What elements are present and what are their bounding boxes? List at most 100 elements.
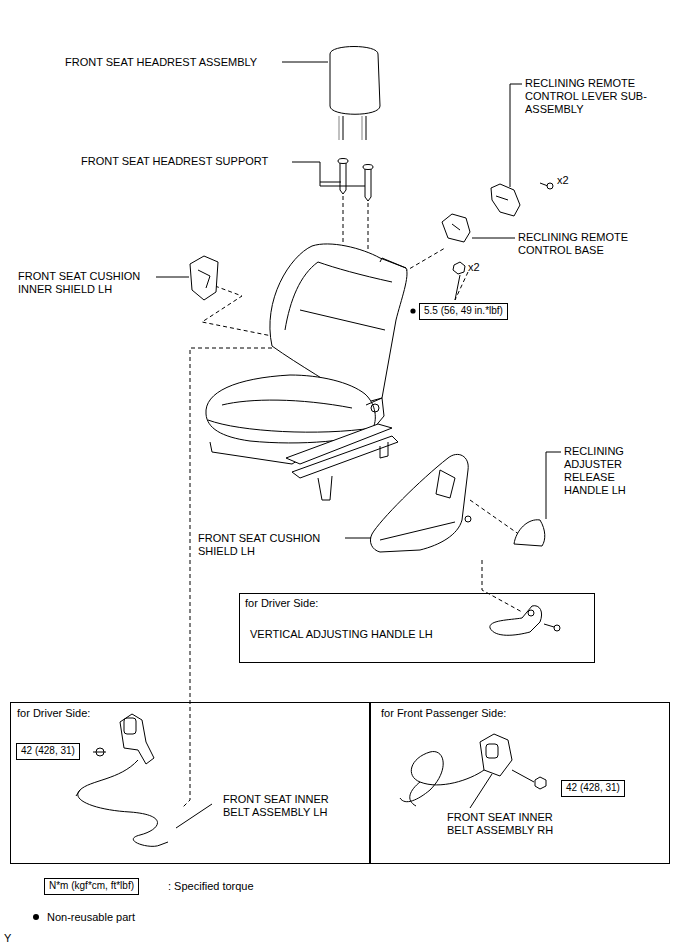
- part-label: RECLINING ADJUSTER RELEASE HANDLE LH: [564, 445, 654, 497]
- cushion-inner-shield: [156, 277, 189, 278]
- cushion-shield: [370, 454, 468, 552]
- inner-belt-rh: [535, 777, 546, 789]
- cushion-shield: [436, 470, 455, 498]
- cushion-shield: [380, 522, 455, 540]
- nut: [453, 262, 465, 274]
- part-label: FRONT SEAT HEADREST SUPPORT: [81, 155, 268, 168]
- inner-belt-lh: [176, 804, 212, 828]
- nut: [455, 275, 460, 300]
- cushion-shield: [465, 516, 471, 522]
- seat-rail: [210, 442, 302, 464]
- inner-belt-rh: [512, 770, 534, 782]
- dashed-guides: [470, 500, 520, 535]
- inner-belt-lh: [78, 760, 160, 846]
- seat-back: [380, 258, 406, 268]
- variant-heading: for Driver Side:: [17, 707, 90, 720]
- seat-rail: [292, 436, 398, 478]
- reclining-lever: [547, 183, 553, 189]
- variant-heading: for Front Passenger Side:: [381, 707, 506, 720]
- dashed-guides: [182, 196, 522, 808]
- cushion-shield: [345, 454, 471, 552]
- leader-line: [282, 62, 328, 63]
- release-handle: [546, 452, 561, 519]
- inner-belt-rh: [486, 744, 498, 758]
- quantity-note: x2: [557, 174, 569, 187]
- seat-cushion: [222, 400, 352, 408]
- dashed-guides: [482, 560, 522, 612]
- variant-panel: for Driver Side: FRONT SEAT INNER BELT AS…: [10, 702, 370, 864]
- torque-box: N*m (kgf*cm, ft*lbf): [44, 878, 139, 895]
- nut: [410, 308, 415, 313]
- legend-text: Non-reusable part: [47, 911, 135, 924]
- inner-belt-rh: [400, 734, 546, 808]
- headrest-support: [338, 159, 348, 164]
- vertical-adjusting-handle: [554, 625, 560, 631]
- quantity-note: x2: [468, 261, 480, 274]
- headrest-support: [363, 165, 373, 170]
- headrest: [362, 116, 363, 140]
- seat-back: [285, 262, 392, 330]
- reclining-lever: [496, 196, 508, 200]
- seat-cushion: [208, 420, 372, 432]
- variant-heading: for Driver Side:: [245, 597, 318, 610]
- part-label: FRONT SEAT INNER BELT ASSEMBLY RH: [447, 811, 579, 837]
- headrest: [339, 116, 340, 140]
- bullet-symbol: [33, 914, 39, 920]
- part-label: RECLINING REMOTE CONTROL BASE: [518, 231, 646, 257]
- headrest: [343, 116, 344, 140]
- torque-value: N*m (kgf*cm, ft*lbf): [49, 880, 134, 892]
- inner-belt-rh: [470, 774, 492, 808]
- reclining-lever: [491, 184, 520, 216]
- variant-panel: for Front Passenger Side: FRONT SEAT INNE…: [370, 702, 670, 864]
- vertical-adjusting-handle: [528, 610, 534, 616]
- reclining-base: [472, 238, 515, 239]
- inner-belt-lh: [93, 752, 106, 753]
- seat-rail: [318, 476, 332, 500]
- seat-cushion: [206, 375, 375, 443]
- reclining-base: [452, 224, 460, 230]
- torque-value: 42 (428, 31): [21, 745, 75, 757]
- torque-value: 5.5 (56, 49 in.*lbf): [424, 305, 503, 317]
- part-label: FRONT SEAT HEADREST ASSEMBLY: [65, 56, 257, 69]
- seat-cushion: [371, 404, 379, 412]
- vertical-adjusting-handle: [490, 606, 542, 636]
- legend-text: : Specified torque: [168, 880, 254, 893]
- reclining-base: [442, 214, 515, 242]
- leader-line: [282, 62, 328, 63]
- seat-back: [300, 310, 385, 330]
- cushion-inner-shield: [190, 256, 218, 300]
- dashed-guides: [455, 272, 468, 300]
- torque-box: 42 (428, 31): [16, 743, 80, 760]
- inner-belt-lh: [76, 714, 212, 846]
- seat-rail: [380, 442, 388, 458]
- inner-belt-lh: [120, 714, 154, 764]
- cushion-shield: [345, 538, 371, 539]
- inner-belt-lh: [124, 718, 136, 734]
- variant-panel: for Driver Side: VERTICAL ADJUSTING HANDL…: [239, 593, 595, 663]
- dashed-guides: [404, 248, 445, 272]
- seat-cushion: [366, 398, 384, 428]
- vertical-adjusting-handle: [490, 606, 560, 636]
- part-label: FRONT SEAT CUSHION SHIELD LH: [198, 532, 344, 558]
- headrest-support: [292, 162, 365, 186]
- inner-belt-rh: [400, 752, 484, 802]
- part-label: FRONT SEAT INNER BELT ASSEMBLY LH: [223, 793, 355, 819]
- release-handle: [514, 452, 561, 546]
- torque-box: 42 (428, 31): [561, 780, 625, 797]
- seat-rail: [210, 424, 398, 500]
- reclining-base: [442, 214, 470, 242]
- part-label: RECLINING REMOTE CONTROL LEVER SUB-ASSEM…: [525, 77, 683, 116]
- inner-belt-rh: [480, 734, 512, 776]
- part-label: VERTICAL ADJUSTING HANDLE LH: [250, 628, 450, 641]
- headrest-support: [365, 169, 371, 201]
- part-label: FRONT SEAT CUSHION INNER SHIELD LH: [18, 270, 156, 296]
- cushion-inner-shield: [156, 256, 218, 300]
- reclining-lever: [510, 84, 522, 187]
- inner-belt-lh: [76, 790, 168, 845]
- corner-mark: Y: [4, 932, 11, 945]
- headrest-support: [340, 163, 346, 194]
- headrest-support: [292, 159, 373, 202]
- headrest: [330, 47, 380, 115]
- headrest: [330, 47, 380, 141]
